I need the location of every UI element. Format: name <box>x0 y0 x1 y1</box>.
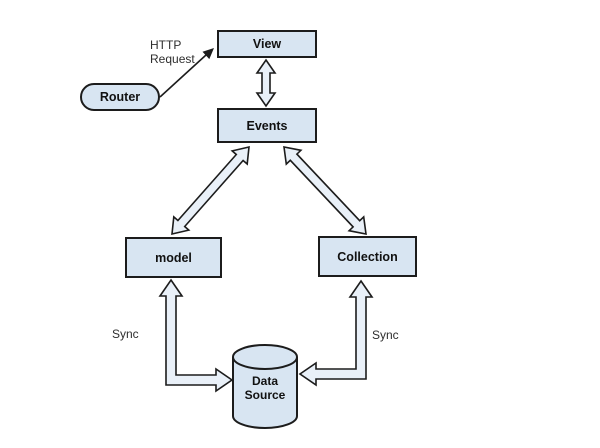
node-view: View <box>217 30 317 58</box>
node-collection: Collection <box>318 236 417 277</box>
node-view-label: View <box>252 37 282 51</box>
arrow-view-events <box>255 58 277 108</box>
node-model-label: model <box>155 250 192 265</box>
node-collection-label: Collection <box>337 249 398 264</box>
arrow-collection-data-source <box>298 279 374 387</box>
arrow-events-collection <box>283 146 367 235</box>
edge-label-sync-left: Sync <box>112 327 139 341</box>
arrow-events-model <box>171 145 250 236</box>
arrow-router-to-view <box>159 48 214 98</box>
node-model: model <box>125 237 222 278</box>
edge-label-sync-right: Sync <box>372 328 399 342</box>
node-router: Router <box>80 83 160 111</box>
node-events-label: Events <box>246 118 288 133</box>
edge-label-http-request: HTTP Request <box>150 38 195 66</box>
data-source-cylinder <box>232 344 298 429</box>
node-router-label: Router <box>99 90 141 104</box>
arrow-model-data-source <box>158 278 234 393</box>
node-data-source-label: Data Source <box>244 374 286 402</box>
node-events: Events <box>217 108 317 143</box>
